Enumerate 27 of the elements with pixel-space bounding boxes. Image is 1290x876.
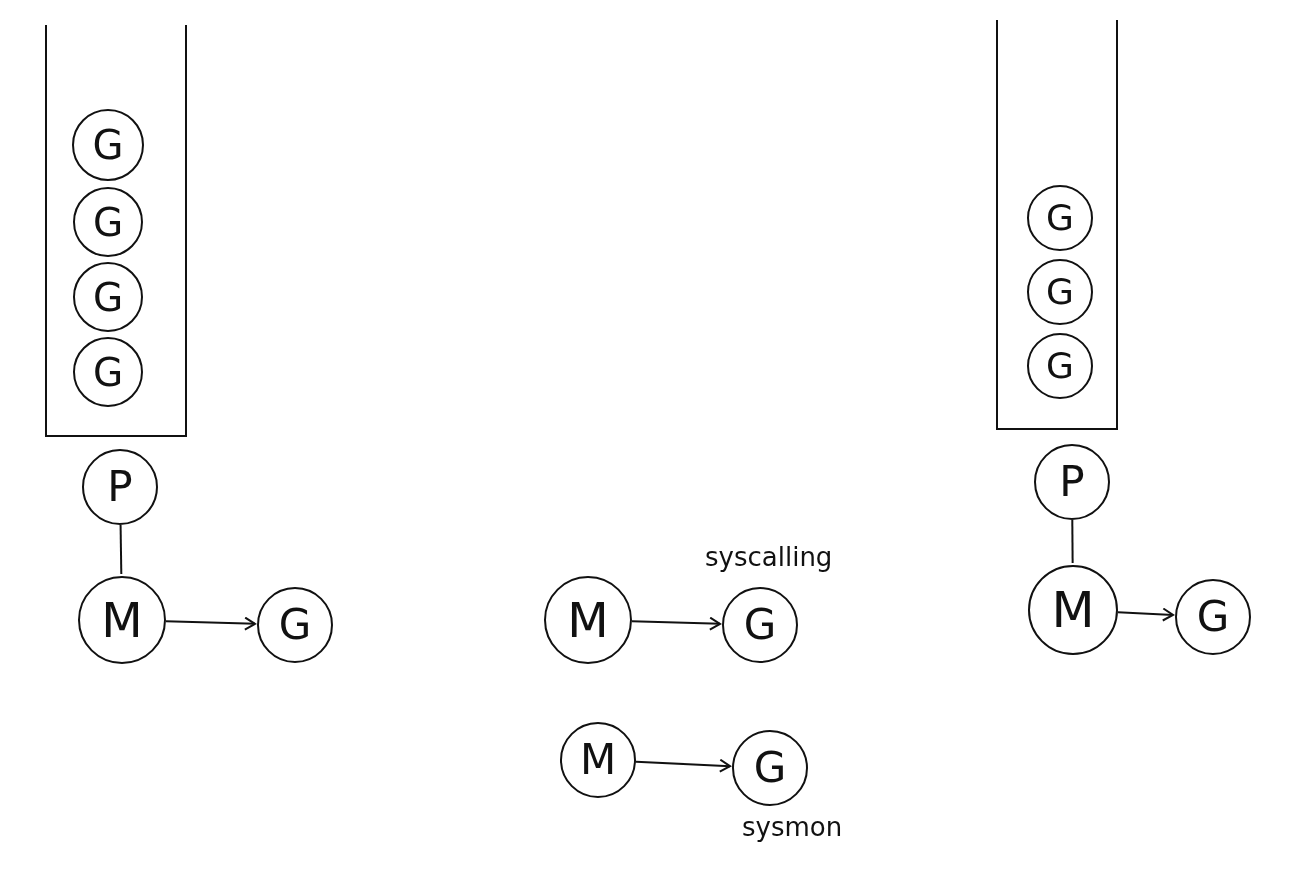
queue-box bbox=[45, 25, 187, 437]
node-label: G bbox=[92, 202, 124, 242]
node-label: G bbox=[92, 277, 124, 317]
node-label: G bbox=[278, 604, 312, 646]
node-label: G bbox=[1196, 596, 1230, 638]
node-caption: syscalling bbox=[705, 542, 833, 572]
queue-box bbox=[996, 20, 1118, 430]
node-label: G bbox=[1046, 348, 1074, 384]
arrow bbox=[631, 616, 721, 631]
arrow bbox=[634, 758, 732, 773]
node-label: G bbox=[1046, 274, 1074, 310]
node-label: G bbox=[92, 352, 124, 392]
node-label: M bbox=[101, 596, 143, 644]
node-label: M bbox=[567, 596, 609, 644]
node-label: G bbox=[1046, 200, 1074, 236]
node-label: G bbox=[92, 125, 124, 165]
arrow bbox=[1116, 607, 1175, 622]
arrow bbox=[165, 616, 256, 631]
connector-line bbox=[119, 524, 123, 575]
node-label: G bbox=[743, 604, 777, 646]
node-caption: sysmon bbox=[742, 812, 843, 842]
node-label: G bbox=[753, 747, 787, 789]
node-label: M bbox=[579, 739, 617, 781]
connector-line bbox=[1071, 519, 1074, 564]
node-label: P bbox=[1059, 461, 1085, 503]
node-label: M bbox=[1051, 585, 1095, 635]
node-label: P bbox=[107, 466, 133, 508]
